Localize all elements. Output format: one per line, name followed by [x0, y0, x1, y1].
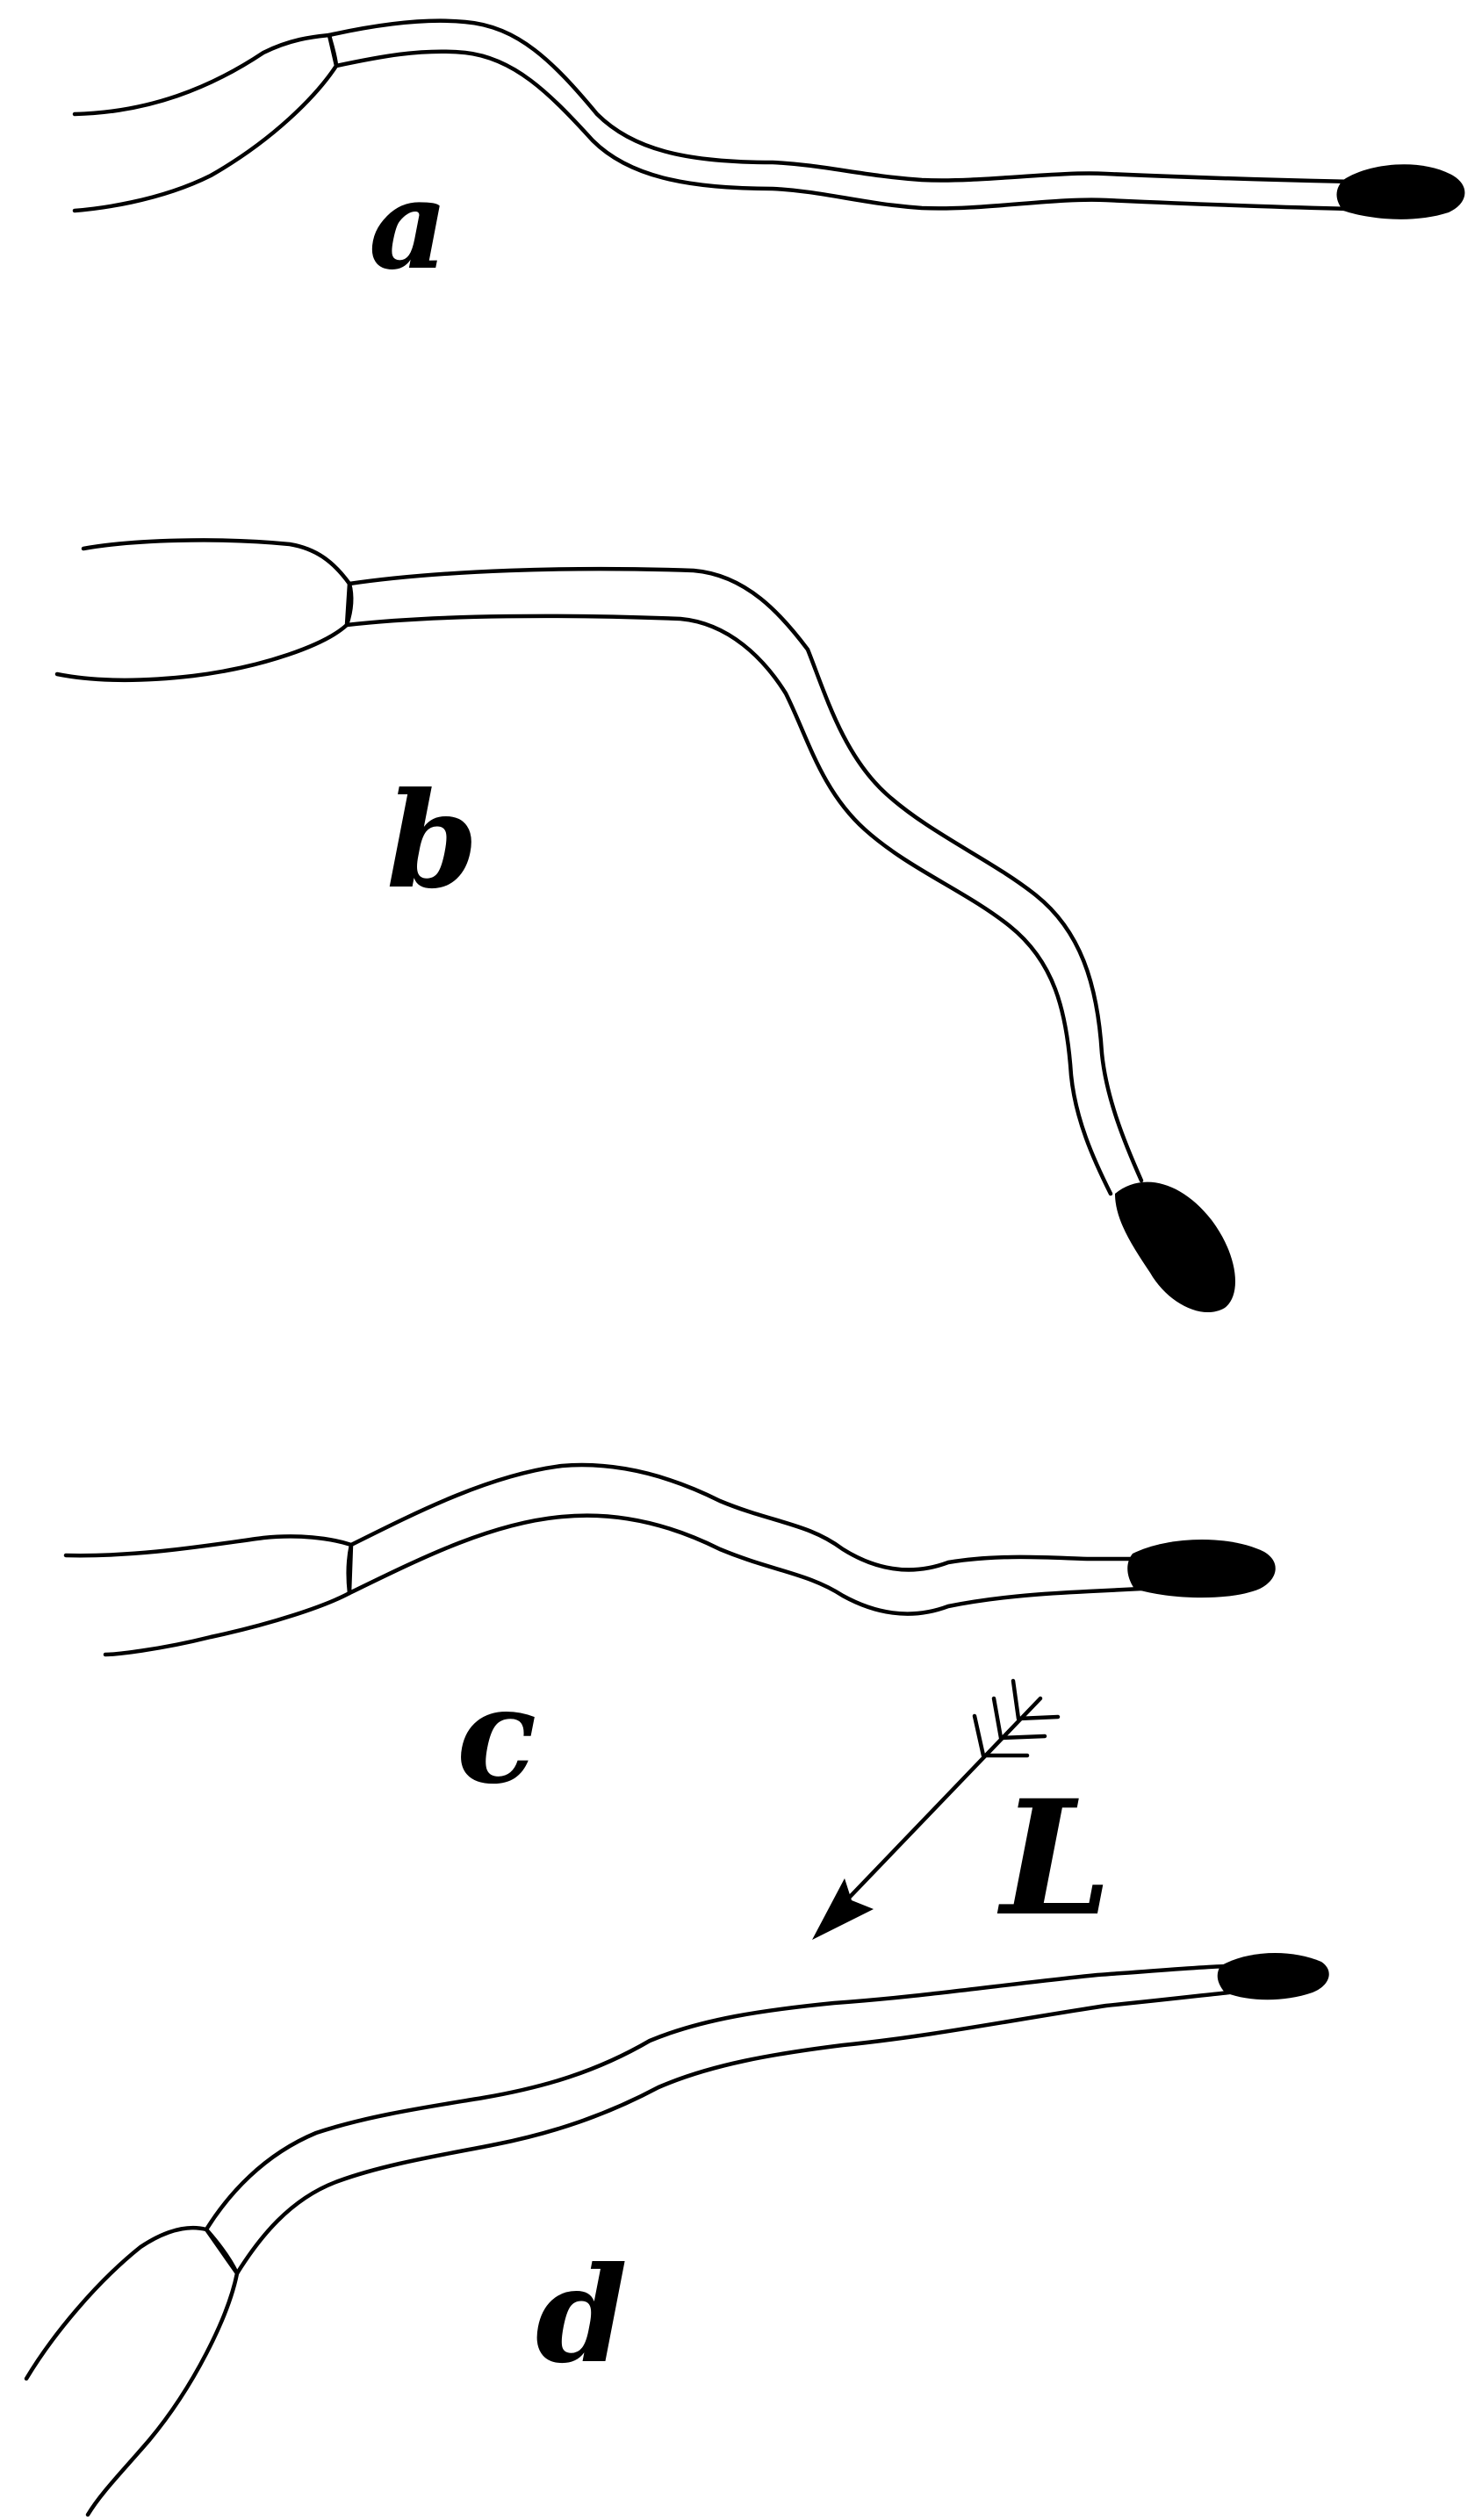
figure-d-tube-upper — [206, 1966, 1229, 2229]
figure-b: b — [57, 540, 1235, 1312]
figure-a-tube-upper — [329, 21, 1352, 182]
figure-b-label: b — [386, 764, 478, 918]
figure-c-tube-lower — [349, 1516, 1141, 1614]
figure-d-tube-lower — [237, 1992, 1229, 2273]
figure-d: d — [26, 1953, 1329, 2515]
figure-d-septum — [206, 2229, 237, 2273]
figure-a-septum — [329, 35, 336, 66]
figure-a-cell-outline — [75, 35, 336, 211]
figure-d-label: d — [536, 2238, 628, 2393]
figure-c: c — [66, 1465, 1276, 1813]
figure-a-label: a — [369, 154, 449, 298]
figure-c-label: c — [457, 1659, 536, 1813]
figure-a-tube-lower — [336, 52, 1352, 209]
figure-d-cell-outline — [26, 2228, 237, 2515]
direction-marker: L — [812, 1681, 1112, 1951]
figure-b-cell-outline — [57, 540, 349, 679]
figure-b-tip — [1115, 1182, 1235, 1312]
figure-d-tip — [1218, 1953, 1329, 1999]
figure-c-tube-upper — [351, 1465, 1141, 1569]
figure-a-tip — [1337, 164, 1465, 219]
direction-label: L — [996, 1766, 1112, 1951]
figure-c-cell-outline — [66, 1536, 351, 1655]
figure-a: a — [75, 21, 1464, 298]
figure-c-tip — [1127, 1540, 1276, 1597]
